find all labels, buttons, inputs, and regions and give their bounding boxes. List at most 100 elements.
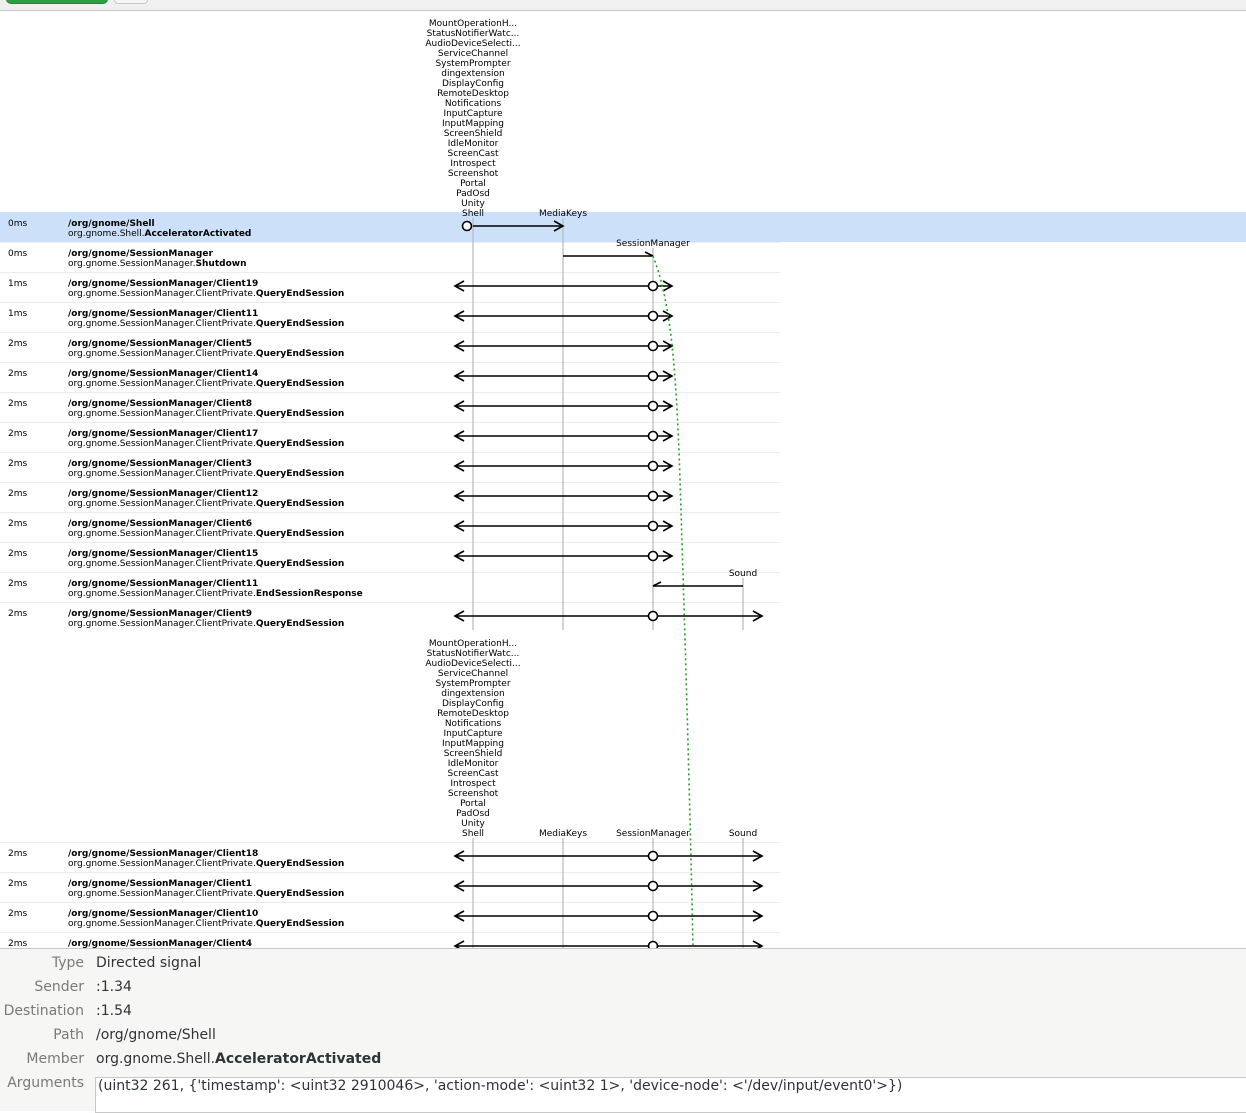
- message-member-name: QueryEndSession: [256, 529, 344, 539]
- message-interface: org.gnome.SessionManager.ClientPrivate.: [68, 289, 256, 299]
- arrow-head-left: [453, 610, 465, 622]
- member-label: Member: [26, 1051, 84, 1067]
- arrow-head-left: [453, 520, 465, 532]
- member-iface: org.gnome.Shell.: [96, 1051, 216, 1067]
- message-interface: org.gnome.SessionManager.ClientPrivate.: [68, 619, 256, 629]
- participant-label: ScreenShield: [444, 129, 503, 139]
- message-member: org.gnome.Shell.AcceleratorActivated: [68, 229, 251, 239]
- arrow-head-right: [553, 220, 565, 232]
- message-member: org.gnome.SessionManager.ClientPrivate.Q…: [68, 379, 344, 389]
- message-row: 2ms/org/gnome/SessionManager/Client5org.…: [8, 339, 344, 359]
- participant-label: PadOsd: [456, 189, 490, 199]
- participant-label: DisplayConfig: [442, 79, 504, 89]
- arrow-head-left: [453, 340, 465, 352]
- sequence-diagram-canvas: MountOperationH...StatusNotifierWatc...A…: [0, 19, 1246, 948]
- message-time: 2ms: [8, 339, 27, 349]
- sender-origin-marker: [647, 940, 659, 948]
- participant-label: AudioDeviceSelecti...: [425, 39, 520, 49]
- participant-label: Unity: [461, 199, 485, 209]
- message-path: /org/gnome/SessionManager/Client11: [68, 579, 258, 589]
- message-row: 1ms/org/gnome/SessionManager/Client11org…: [8, 309, 344, 329]
- participant-label: Unity: [461, 819, 485, 829]
- message-row: 2ms/org/gnome/SessionManager/Client6org.…: [8, 519, 344, 539]
- participant-label: InputMapping: [442, 119, 504, 129]
- message-interface: org.gnome.SessionManager.ClientPrivate.: [68, 319, 256, 329]
- message-path: /org/gnome/SessionManager/Client6: [68, 519, 252, 529]
- message-path: /org/gnome/SessionManager: [68, 249, 213, 259]
- detail-row-type: Type Directed signal: [0, 955, 1246, 979]
- sender-origin-marker: [647, 280, 659, 292]
- message-row: 2ms/org/gnome/SessionManager/Client9org.…: [8, 609, 344, 629]
- participant-label-sound: Sound: [729, 829, 757, 839]
- destination-value: :1.54: [96, 1003, 132, 1019]
- arrow-head-right: [662, 280, 674, 292]
- participant-label: Introspect: [450, 159, 496, 169]
- message-member: org.gnome.SessionManager.ClientPrivate.Q…: [68, 499, 344, 509]
- message-row: 1ms/org/gnome/SessionManager/Client19org…: [8, 279, 344, 299]
- arrow-head-left: [453, 940, 465, 948]
- arrow-head-left: [453, 400, 465, 412]
- detail-row-member: Member org.gnome.Shell.AcceleratorActiva…: [0, 1051, 1246, 1075]
- sender-label: Sender: [34, 979, 84, 995]
- participant-label: IdleMonitor: [448, 139, 499, 149]
- message-member-name: EndSessionResponse: [256, 589, 363, 599]
- arrow-head-right: [662, 520, 674, 532]
- sender-origin-marker: [647, 610, 659, 622]
- message-member-name: QueryEndSession: [256, 889, 344, 899]
- arrow-head-left: [453, 370, 465, 382]
- message-member: org.gnome.SessionManager.ClientPrivate.Q…: [68, 889, 344, 899]
- record-button[interactable]: [6, 0, 108, 4]
- participant-label: Shell: [462, 829, 484, 839]
- participant-label: RemoteDesktop: [437, 89, 509, 99]
- arguments-field[interactable]: (uint32 261, {'timestamp': <uint32 29100…: [95, 1077, 1246, 1113]
- sender-origin-marker: [647, 550, 659, 562]
- detail-row-arguments: Arguments: [0, 1075, 1246, 1099]
- message-path: /org/gnome/SessionManager/Client19: [68, 279, 258, 289]
- message-interface: org.gnome.SessionManager.ClientPrivate.: [68, 499, 256, 509]
- message-time: 2ms: [8, 459, 27, 469]
- participant-label: StatusNotifierWatc...: [427, 29, 520, 39]
- participant-label: Introspect: [450, 779, 496, 789]
- message-interface: org.gnome.SessionManager.ClientPrivate.: [68, 859, 256, 869]
- message-member: org.gnome.SessionManager.ClientPrivate.Q…: [68, 319, 344, 329]
- toolbar-button[interactable]: [114, 0, 148, 4]
- message-row: 2ms/org/gnome/SessionManager/Client12org…: [8, 489, 344, 509]
- type-value: Directed signal: [96, 955, 202, 971]
- path-value: /org/gnome/Shell: [96, 1027, 216, 1043]
- destination-label: Destination: [3, 1003, 84, 1019]
- detail-row-destination: Destination :1.54: [0, 1003, 1246, 1027]
- message-interface: org.gnome.SessionManager.ClientPrivate.: [68, 469, 256, 479]
- participant-label: ServiceChannel: [438, 49, 508, 59]
- message-row: 2ms/org/gnome/SessionManager/Client17org…: [8, 429, 344, 449]
- message-member: org.gnome.SessionManager.ClientPrivate.Q…: [68, 409, 344, 419]
- participant-label: dingextension: [441, 69, 505, 79]
- participant-label: Notifications: [445, 99, 502, 109]
- message-row: 2ms/org/gnome/SessionManager/Client3org.…: [8, 459, 344, 479]
- sender-origin-marker: [647, 520, 659, 532]
- participant-label: Screenshot: [448, 169, 499, 179]
- participant-label: IdleMonitor: [448, 759, 499, 769]
- message-interface: org.gnome.SessionManager.ClientPrivate.: [68, 439, 256, 449]
- arrow-head-left: [453, 490, 465, 502]
- arrow-head-left: [453, 880, 465, 892]
- message-member: org.gnome.SessionManager.ClientPrivate.Q…: [68, 559, 344, 569]
- message-interface: org.gnome.SessionManager.ClientPrivate.: [68, 409, 256, 419]
- arrow-head-right: [662, 550, 674, 562]
- message-member: org.gnome.SessionManager.ClientPrivate.Q…: [68, 859, 344, 869]
- message-interface: org.gnome.SessionManager.ClientPrivate.: [68, 889, 256, 899]
- message-time: 0ms: [8, 219, 27, 229]
- arrow-head-left: [453, 430, 465, 442]
- message-member: org.gnome.SessionManager.ClientPrivate.E…: [68, 589, 363, 599]
- message-time: 2ms: [8, 909, 27, 919]
- message-path: /org/gnome/SessionManager/Client8: [68, 399, 252, 409]
- message-interface: org.gnome.Shell.: [68, 229, 145, 239]
- participant-label: dingextension: [441, 689, 505, 699]
- message-member-name: QueryEndSession: [256, 559, 344, 569]
- message-time: 2ms: [8, 879, 27, 889]
- message-member: org.gnome.SessionManager.ClientPrivate.Q…: [68, 439, 344, 449]
- message-path: /org/gnome/SessionManager/Client4: [68, 939, 252, 948]
- arrow-head-right: [662, 340, 674, 352]
- sequence-diagram[interactable]: MountOperationH...StatusNotifierWatc...A…: [0, 11, 1246, 948]
- sender-origin-marker: [647, 400, 659, 412]
- arrow-head-right: [752, 850, 764, 862]
